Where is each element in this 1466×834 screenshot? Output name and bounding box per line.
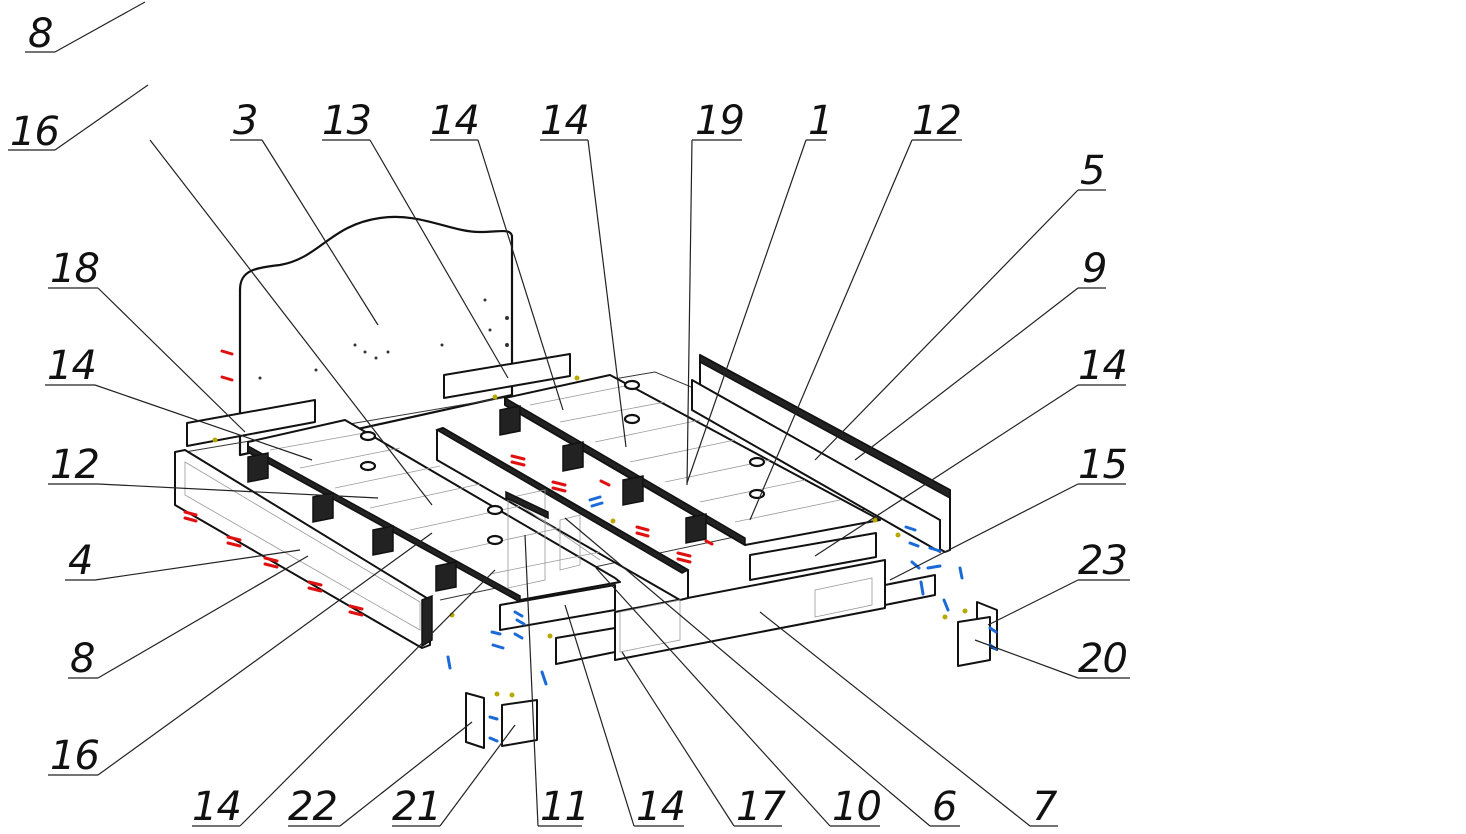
callout-14-right: 14 xyxy=(1078,343,1127,389)
center-beam-top xyxy=(435,427,690,574)
foot-rail-end-block xyxy=(884,574,936,606)
center-supports xyxy=(507,489,681,653)
callout-12-left: 12 xyxy=(50,442,99,488)
screws-red xyxy=(183,349,714,617)
left-slat-panel-holes xyxy=(359,430,504,546)
callout-7: 7 xyxy=(1032,784,1058,830)
callout-5: 5 xyxy=(1080,148,1104,194)
front-foot-rail-window xyxy=(814,577,873,618)
callout-11: 11 xyxy=(540,784,589,830)
leg-block-22 xyxy=(465,692,485,749)
callout-20: 20 xyxy=(1078,636,1127,682)
left-rail-end xyxy=(421,594,433,648)
callout-15: 15 xyxy=(1078,442,1127,488)
callout-4: 4 xyxy=(68,538,92,584)
callout-14-bottom-1: 14 xyxy=(192,784,241,830)
left-side-rail xyxy=(174,449,431,649)
callout-19: 19 xyxy=(695,98,744,144)
callout-1: 1 xyxy=(808,98,832,144)
cam-nuts xyxy=(212,375,968,698)
callout-12-top: 12 xyxy=(912,98,961,144)
callout-10: 10 xyxy=(832,784,881,830)
left-side-rail-inner xyxy=(184,461,421,631)
callout-3: 3 xyxy=(233,98,257,144)
leg-block-20 xyxy=(957,616,991,667)
callout-8-top: 8 xyxy=(28,11,52,57)
callout-21: 21 xyxy=(392,784,441,830)
callout-14-b: 14 xyxy=(540,98,589,144)
callouts: 8 16 3 13 14 14 19 1 12 xyxy=(8,1,1130,830)
dowels-blue xyxy=(446,495,998,743)
callout-6: 6 xyxy=(932,784,956,830)
right-slat-panel-edge xyxy=(504,396,746,547)
right-slat-panel-holes xyxy=(623,379,766,500)
callout-23: 23 xyxy=(1078,538,1127,584)
callout-8: 8 xyxy=(70,636,94,682)
callout-16: 16 xyxy=(50,733,99,779)
callout-16-top: 16 xyxy=(10,109,59,155)
headboard-holes xyxy=(258,298,509,380)
callout-17: 17 xyxy=(736,784,786,830)
callout-18: 18 xyxy=(50,246,99,292)
callout-13: 13 xyxy=(322,98,371,144)
callout-9: 9 xyxy=(1082,246,1106,292)
callout-14-a: 14 xyxy=(430,98,479,144)
support-post xyxy=(505,490,549,520)
callout-22: 22 xyxy=(288,784,337,830)
leg-block-21 xyxy=(501,699,538,747)
callout-14-left: 14 xyxy=(47,343,96,389)
right-rail-top-edge xyxy=(699,353,951,500)
bed-drawing xyxy=(174,215,998,749)
callout-14-bottom-2: 14 xyxy=(636,784,685,830)
